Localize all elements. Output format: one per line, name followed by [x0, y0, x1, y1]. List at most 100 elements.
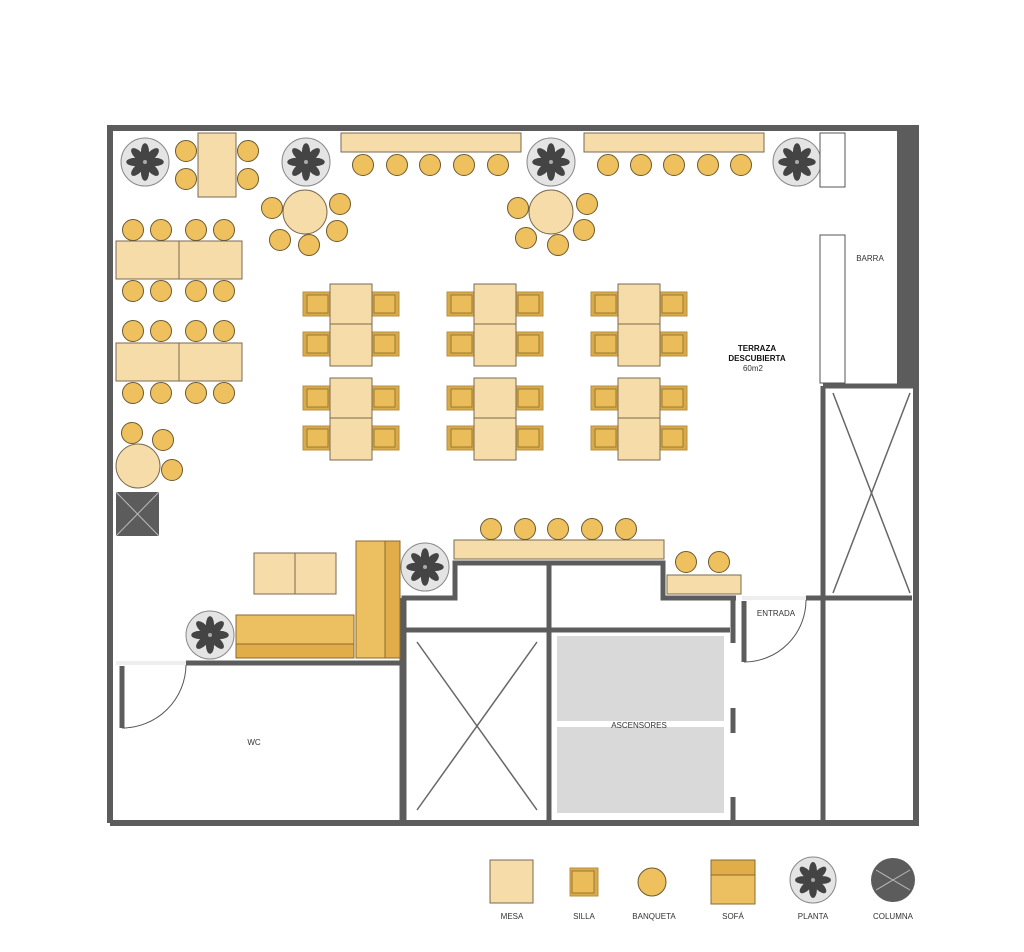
chair-seat [517, 334, 540, 354]
plant-leaf [292, 148, 306, 162]
walls [107, 125, 919, 826]
stool [514, 518, 536, 540]
column-icon-cross [875, 869, 911, 891]
stool [213, 219, 235, 241]
plant-leaf [306, 148, 320, 162]
plant-leaf [783, 162, 797, 176]
shaft-cross [832, 392, 911, 594]
column-cross [115, 491, 160, 537]
table [473, 323, 517, 367]
stool [487, 154, 509, 176]
entrance-door-swing [743, 599, 807, 663]
stool [630, 154, 652, 176]
table [329, 377, 373, 419]
chair-seat [571, 870, 595, 894]
plant-leaf [551, 148, 565, 162]
plant-leaf [783, 148, 797, 162]
table [617, 283, 661, 325]
chair-seat [306, 334, 329, 354]
legend-label-sofa: SOFÁ [722, 912, 744, 921]
legend-label-chair: SILLA [573, 912, 595, 921]
table [666, 574, 742, 595]
round-table [115, 443, 161, 489]
stool [419, 154, 441, 176]
stool [697, 154, 719, 176]
stool [185, 320, 207, 342]
stool [213, 280, 235, 302]
plant-leaf [537, 148, 551, 162]
bar-back-wall [897, 128, 916, 386]
stool [507, 197, 529, 219]
elevator-1 [557, 636, 724, 721]
stool [615, 518, 637, 540]
stool [547, 518, 569, 540]
table [473, 417, 517, 461]
stool [515, 227, 537, 249]
sofa-back [384, 540, 401, 659]
table [197, 132, 237, 198]
plant-leaf [196, 621, 210, 635]
stool [453, 154, 475, 176]
shaft-cross [416, 641, 538, 811]
plant-center [549, 160, 553, 164]
chair-seat [373, 428, 396, 448]
plant-leaf [210, 621, 224, 635]
chair-seat [517, 294, 540, 314]
chair-seat [594, 294, 617, 314]
plant-leaf [425, 567, 439, 581]
round-table [528, 189, 574, 235]
bar-label: BARRA [856, 254, 884, 263]
stool [547, 234, 569, 256]
stool [150, 382, 172, 404]
zone-title-line2: DESCUBIERTA [728, 354, 785, 363]
stool [352, 154, 374, 176]
stool [161, 459, 183, 481]
bar-counter [819, 132, 846, 188]
table [329, 323, 373, 367]
chair-seat [373, 334, 396, 354]
table [583, 132, 765, 153]
chair-seat [661, 294, 684, 314]
table [617, 323, 661, 367]
stool [122, 320, 144, 342]
stool [237, 168, 259, 190]
chair-seat [661, 388, 684, 408]
stool [152, 429, 174, 451]
stool [261, 197, 283, 219]
table [178, 240, 243, 280]
stool [730, 154, 752, 176]
stool [185, 280, 207, 302]
plant-center [208, 633, 212, 637]
elevators-label: ASCENSORES [611, 721, 667, 730]
plant-leaf [797, 162, 811, 176]
plant-leaf [537, 162, 551, 176]
bar-counter [819, 234, 846, 384]
stool [122, 382, 144, 404]
elevator-2 [557, 727, 724, 813]
plant-center [143, 160, 147, 164]
plant-leaf [797, 148, 811, 162]
sofa-icon-back [710, 859, 756, 876]
plant-leaf [551, 162, 565, 176]
plant-leaf [210, 635, 224, 649]
zone-title-line1: TERRAZA [738, 344, 776, 353]
chair-seat [306, 388, 329, 408]
stool [213, 382, 235, 404]
legend-label-column: COLUMNA [873, 912, 914, 921]
table [329, 283, 373, 325]
plant-center [423, 565, 427, 569]
stool [175, 140, 197, 162]
plant-leaf [131, 162, 145, 176]
stool [185, 219, 207, 241]
legend-label-table: MESA [501, 912, 524, 921]
table [340, 132, 522, 153]
chair-seat [661, 428, 684, 448]
stool [581, 518, 603, 540]
plant-leaf [799, 880, 813, 894]
plant-leaf [306, 162, 320, 176]
round-table [282, 189, 328, 235]
plant-leaf [425, 553, 439, 567]
stool [298, 234, 320, 256]
legend-label-plant: PLANTA [798, 912, 829, 921]
